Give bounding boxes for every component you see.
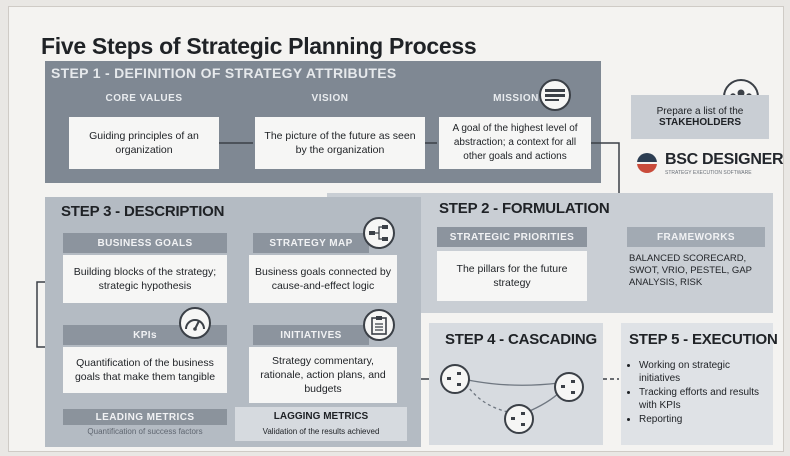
strategy-map-card: Business goals connected by cause-and-ef… [249, 255, 397, 303]
frameworks-label: FRAMEWORKS [627, 227, 765, 247]
business-goals-card: Building blocks of the strategy; strateg… [63, 255, 227, 303]
core-values-text: Guiding principles of an organization [89, 130, 199, 156]
step1-heading: STEP 1 - DEFINITION OF STRATEGY ATTRIBUT… [51, 65, 397, 81]
lagging-metrics-box [235, 407, 407, 441]
initiatives-label: INITIATIVES [253, 325, 369, 345]
clipboard-icon [363, 309, 395, 341]
leading-metrics-label: LEADING METRICS [63, 409, 227, 425]
kpis-card: Quantification of the business goals tha… [63, 347, 227, 393]
strategy-map-label: STRATEGY MAP [253, 233, 369, 253]
vision-text: The picture of the future as seen by the… [264, 130, 416, 156]
strategic-priorities-card: The pillars for the future strategy [437, 251, 587, 301]
logo-name: BSC DESIGNER [665, 151, 784, 168]
bsc-designer-logo: BSC DESIGNER STRATEGY EXECUTION SOFTWARE [635, 149, 784, 179]
step5-panel [621, 323, 773, 445]
page-title: Five Steps of Strategic Planning Process [41, 33, 477, 59]
leading-metrics-text: Quantification of success factors [87, 427, 203, 436]
mission-card: A goal of the highest level of abstracti… [439, 117, 591, 169]
mission-label: MISSION [493, 93, 539, 104]
list-icon [539, 79, 571, 111]
strategy-map-text: Business goals connected by cause-and-ef… [255, 266, 392, 292]
core-values-label: CORE VALUES [105, 93, 183, 104]
strategic-priorities-label: STRATEGIC PRIORITIES [437, 227, 587, 247]
step4-heading: STEP 4 - CASCADING [445, 331, 597, 348]
strategic-priorities-text: The pillars for the future strategy [456, 263, 568, 289]
stakeholders-box: Prepare a list of the STAKEHOLDERS [631, 95, 769, 139]
core-values-card: Guiding principles of an organization [69, 117, 219, 169]
execution-item: Working on strategic initiatives [639, 359, 767, 385]
lagging-metrics-label: LAGGING METRICS [273, 411, 369, 422]
mission-text: A goal of the highest level of abstracti… [452, 123, 578, 162]
kpis-text: Quantification of the business goals tha… [74, 357, 216, 383]
gauge-icon [179, 307, 211, 339]
business-goals-label: BUSINESS GOALS [63, 233, 227, 253]
execution-item: Reporting [639, 413, 767, 426]
stakeholders-line1: Prepare a list of the [656, 106, 744, 117]
network-icon [363, 217, 395, 249]
step2-heading: STEP 2 - FORMULATION [439, 200, 610, 217]
business-goals-text: Building blocks of the strategy; strateg… [73, 266, 217, 292]
execution-item: Tracking efforts and results with KPIs [639, 386, 767, 412]
step5-heading: STEP 5 - EXECUTION [629, 331, 778, 348]
lagging-metrics-text: Validation of the results achieved [262, 427, 380, 436]
frameworks-text: BALANCED SCORECARD, SWOT, VRIO, PESTEL, … [629, 253, 752, 288]
logo-tagline: STRATEGY EXECUTION SOFTWARE [665, 170, 752, 176]
execution-list: Working on strategic initiatives Trackin… [627, 359, 767, 427]
initiatives-text: Strategy commentary, rationale, action p… [260, 355, 386, 395]
cascade-node-1 [440, 364, 470, 394]
vision-card: The picture of the future as seen by the… [255, 117, 425, 169]
vision-label: VISION [311, 93, 349, 104]
initiatives-card: Strategy commentary, rationale, action p… [249, 347, 397, 403]
step3-heading: STEP 3 - DESCRIPTION [61, 203, 225, 220]
cascade-diagram [440, 364, 584, 434]
infographic-page: Five Steps of Strategic Planning Process… [8, 6, 784, 452]
stakeholders-line2: STAKEHOLDERS [658, 117, 742, 128]
